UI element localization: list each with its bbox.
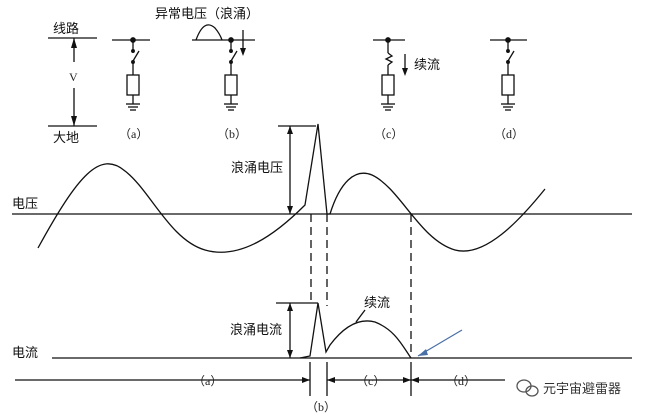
watermark-text: 元宇宙避雷器	[543, 382, 621, 397]
label-follow-current: 续流	[364, 296, 390, 311]
arrester-a	[112, 37, 150, 111]
surge-pulse-icon	[195, 24, 223, 41]
arrester-b	[192, 24, 255, 111]
stage-label-c-top: （c）	[374, 127, 403, 141]
label-ground: 大地	[53, 131, 79, 146]
stage-label-b-bottom: （b）	[306, 400, 336, 414]
current-waveform	[299, 302, 412, 359]
pointer-arrow-icon	[417, 329, 463, 357]
stage-label-d-top: （d）	[494, 127, 524, 141]
label-voltage-symbol: V	[69, 70, 78, 84]
arrester-d	[490, 37, 527, 111]
stage-label-c-bottom: （c）	[356, 374, 385, 388]
stage-label-a-top: （a）	[119, 127, 148, 141]
label-follow-current-top: 续流	[414, 58, 440, 73]
stage-label-d-bottom: （d）	[446, 374, 476, 388]
label-abnormal-voltage: 异常电压（浪涌）	[155, 7, 259, 22]
surge-arrow-down-icon	[240, 48, 246, 56]
arrowhead-down-icon	[71, 116, 77, 126]
arrester-c	[373, 37, 406, 111]
stage-label-b-top: （b）	[217, 127, 247, 141]
watermark: 元宇宙避雷器	[516, 379, 621, 397]
arrowhead-up-icon	[71, 38, 77, 48]
label-surge-voltage: 浪涌电压	[231, 161, 283, 176]
stage-label-a-bottom: （a）	[193, 374, 222, 388]
label-surge-current: 浪涌电流	[230, 323, 282, 338]
label-voltage-axis: 电压	[12, 197, 38, 212]
voltage-waveform	[37, 123, 546, 253]
wechat-logo-icon	[516, 379, 539, 397]
label-current-axis: 电流	[12, 346, 38, 361]
label-line: 线路	[53, 21, 79, 37]
follow-current-arrow-icon	[402, 68, 408, 76]
arc-spark-icon	[384, 52, 394, 66]
